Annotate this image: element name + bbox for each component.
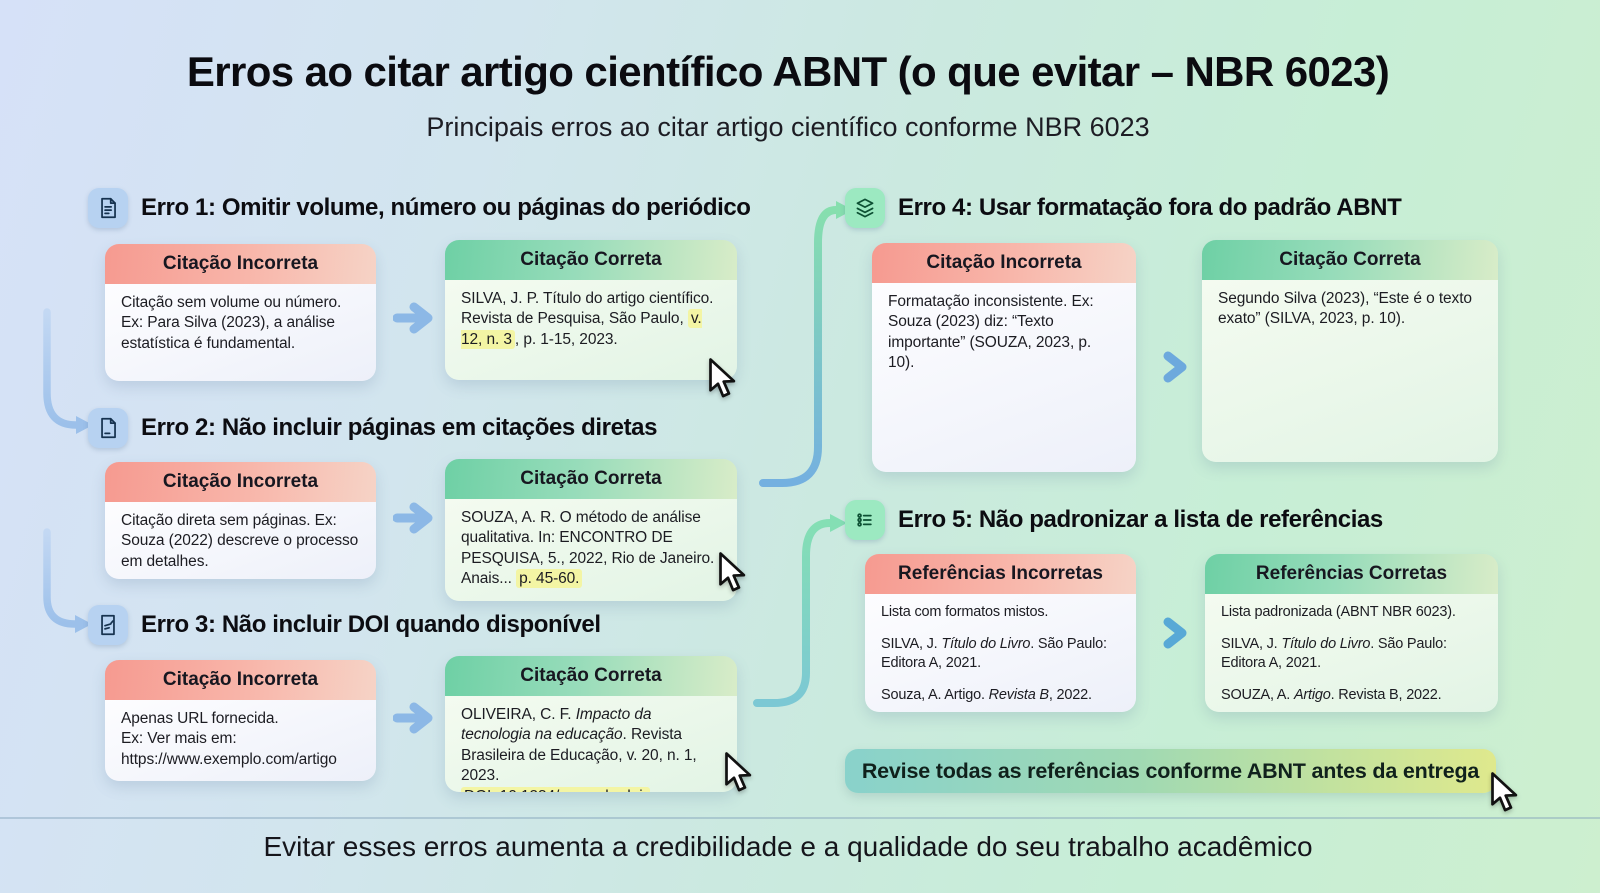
error1-heading: Erro 1: Omitir volume, número ou páginas… [88, 188, 751, 228]
connector-error2-to-error4 [759, 206, 840, 487]
card-body: Apenas URL fornecida.Ex: Ver mais em:htt… [105, 700, 376, 781]
card-header: Citação Incorreta [105, 244, 376, 284]
card-header: Citação Correta [445, 459, 737, 499]
error4-incorrect-card: Citação Incorreta Formatação inconsisten… [872, 243, 1136, 472]
card-body: SILVA, J. P. Título do artigo científico… [445, 280, 737, 380]
card-header: Citação Correta [445, 240, 737, 280]
error5-correct-card: Referências Corretas Lista padronizada (… [1205, 554, 1498, 712]
error3-incorrect-card: Citação Incorreta Apenas URL fornecida.E… [105, 660, 376, 781]
card-header: Referências Incorretas [865, 554, 1136, 594]
list-icon [845, 500, 885, 540]
layers-icon [845, 188, 885, 228]
page-subtitle: Principais erros ao citar artigo científ… [426, 112, 1150, 142]
page-title: Erros ao citar artigo científico ABNT (o… [186, 48, 1390, 95]
review-banner: Revise todas as referências conforme ABN… [845, 749, 1496, 793]
error5-title: Erro 5: Não padronizar a lista de referê… [898, 506, 1383, 533]
file-icon [88, 408, 128, 448]
arrow-right-icon [393, 502, 433, 534]
error4-correct-card: Citação Correta Segundo Silva (2023), “E… [1202, 240, 1498, 462]
arrow-right-icon [393, 702, 433, 734]
card-header: Citação Correta [1202, 240, 1498, 280]
card-header: Citação Correta [445, 656, 737, 696]
file-edit-icon [88, 605, 128, 645]
file-text-icon [88, 188, 128, 228]
arrow-right-icon [393, 302, 433, 334]
cursor-pointer-icon [725, 752, 752, 792]
connector-error2-to-error3 [43, 528, 79, 628]
card-body: Citação sem volume ou número. Ex: Para S… [105, 284, 376, 381]
card-body: Citação direta sem páginas. Ex: Souza (2… [105, 502, 376, 579]
error1-incorrect-card: Citação Incorreta Citação sem volume ou … [105, 244, 376, 381]
card-body: SOUZA, A. R. O método de análise qualita… [445, 499, 737, 601]
error1-correct-card: Citação Correta SILVA, J. P. Título do a… [445, 240, 737, 380]
connector-error3-to-error5 [753, 519, 834, 707]
error3-correct-card: Citação Correta OLIVEIRA, C. F. Impacto … [445, 656, 737, 792]
connector-error1-to-error2 [43, 308, 80, 429]
cursor-pointer-icon [709, 358, 736, 398]
card-body: Lista com formatos mistos.SILVA, J. Títu… [865, 594, 1136, 712]
error2-title: Erro 2: Não incluir páginas em citações … [141, 414, 658, 441]
cursor-pointer-icon [1491, 772, 1518, 812]
card-body: Lista padronizada (ABNT NBR 6023).SILVA,… [1205, 594, 1498, 712]
error3-heading: Erro 3: Não incluir DOI quando disponíve… [88, 605, 601, 645]
card-body: OLIVEIRA, C. F. Impacto da tecnologia na… [445, 696, 737, 792]
card-header: Citação Incorreta [872, 243, 1136, 283]
error4-heading: Erro 4: Usar formatação fora do padrão A… [845, 188, 1402, 228]
arrow-right-icon [1146, 617, 1187, 649]
error5-heading: Erro 5: Não padronizar a lista de referê… [845, 500, 1383, 540]
arrow-right-icon [1146, 351, 1187, 383]
cursor-pointer-icon [719, 552, 746, 592]
error2-correct-card: Citação Correta SOUZA, A. R. O método de… [445, 459, 737, 601]
error1-title: Erro 1: Omitir volume, número ou páginas… [141, 194, 751, 221]
footer-text: Evitar esses erros aumenta a credibilida… [263, 831, 1313, 862]
error5-incorrect-card: Referências Incorretas Lista com formato… [865, 554, 1136, 712]
card-header: Citação Incorreta [105, 462, 376, 502]
card-header: Citação Incorreta [105, 660, 376, 700]
error4-title: Erro 4: Usar formatação fora do padrão A… [898, 194, 1402, 221]
error3-title: Erro 3: Não incluir DOI quando disponíve… [141, 611, 601, 638]
card-header: Referências Corretas [1205, 554, 1498, 594]
footer-divider [0, 817, 1600, 819]
card-body: Formatação inconsistente. Ex: Souza (202… [872, 283, 1136, 472]
error2-heading: Erro 2: Não incluir páginas em citações … [88, 408, 657, 448]
error2-incorrect-card: Citação Incorreta Citação direta sem pág… [105, 462, 376, 579]
card-body: Segundo Silva (2023), “Este é o texto ex… [1202, 280, 1498, 462]
